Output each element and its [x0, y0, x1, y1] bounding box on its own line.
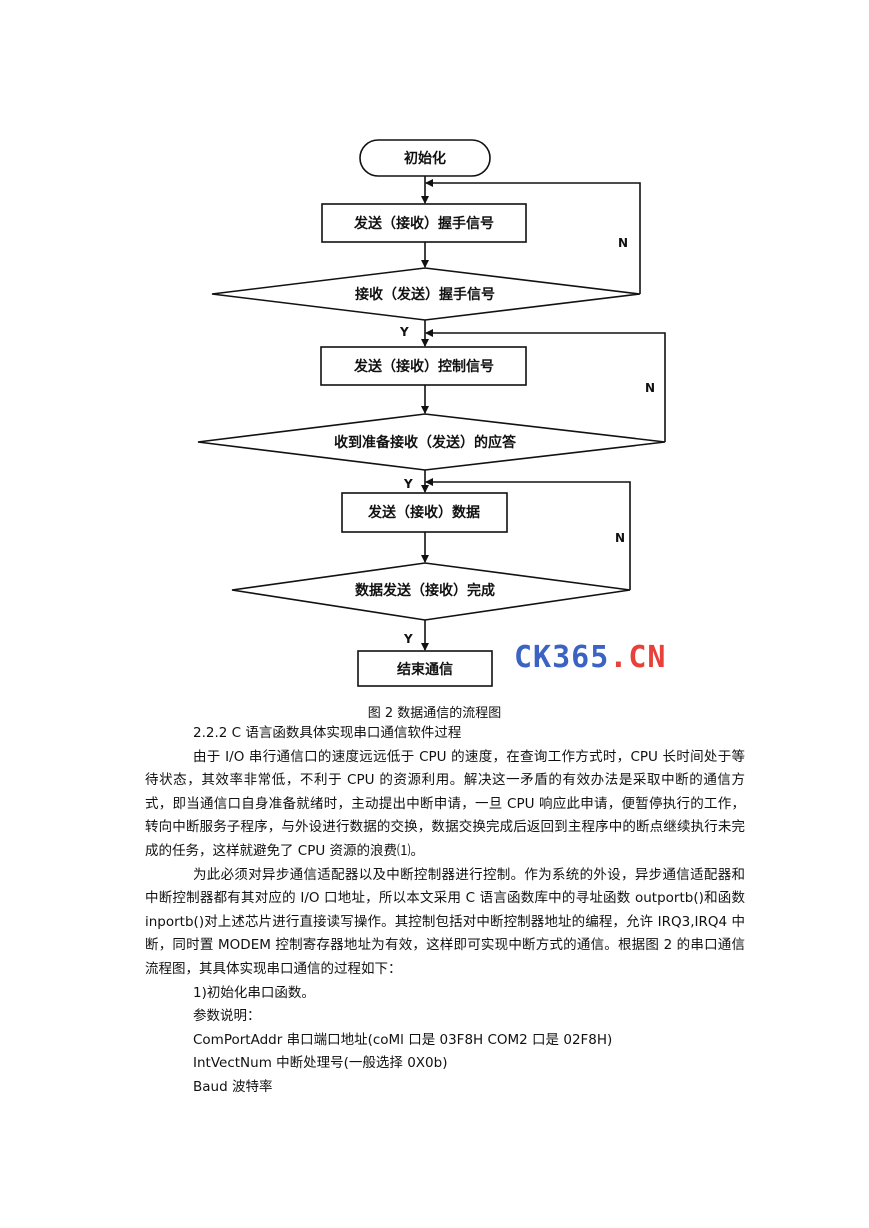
step1-label: 发送（接收）握手信号 [353, 215, 494, 232]
step2-label: 发送（接收）控制信号 [353, 358, 494, 375]
yes-label-2: Y [403, 477, 413, 491]
no-label-1: N [618, 236, 628, 250]
param-comportaddr: ComPortAddr 串口端口地址(coMl 口是 03F8H COM2 口是… [193, 1031, 613, 1048]
no-label-2: N [645, 381, 655, 395]
end-terminal [357, 650, 493, 687]
body-text: 2.2.2 C 语言函数具体实现串口通信软件过程 由于 I/O 串行通信口的速度… [145, 722, 745, 1100]
paragraph-1: 由于 I/O 串行通信口的速度远远低于 CPU 的速度，在查询工作方式时，CPU… [145, 748, 745, 859]
step2-box [320, 346, 527, 386]
watermark-cn: CN [628, 640, 667, 675]
list-item-1: 1)初始化串口函数。 [193, 984, 315, 1001]
decision1-label: 接收（发送）握手信号 [355, 286, 495, 303]
end-label: 结束通信 [397, 661, 453, 678]
yes-label-3: Y [403, 632, 413, 646]
section-heading: 2.2.2 C 语言函数具体实现串口通信软件过程 [193, 725, 462, 741]
start-label: 初始化 [404, 150, 446, 167]
watermark-ck: CK365 [514, 640, 610, 675]
decision2-label: 收到准备接收（发送）的应答 [334, 434, 517, 451]
no-label-3: N [615, 531, 625, 545]
figure-caption: 图 2 数据通信的流程图 [367, 706, 502, 721]
paragraph-2: 为此必须对异步通信适配器以及中断控制器进行控制。作为系统的外设，异步通信适配器和… [145, 866, 745, 977]
param-baud: Baud 波特率 [193, 1078, 273, 1095]
param-intvectnum: IntVectNum 中断处理号(一般选择 0X0b) [193, 1055, 448, 1072]
watermark-logo: CK365.CN [514, 640, 667, 675]
yes-label-1: Y [399, 325, 409, 339]
decision3-label: 数据发送（接收）完成 [355, 582, 495, 599]
watermark-dot: . [609, 640, 629, 675]
params-heading: 参数说明： [193, 1008, 261, 1025]
flowchart: 初始化 发送（接收）握手信号 接收（发送）握手信号 发送（接收）控制信号 收到准… [197, 139, 666, 687]
step3-label: 发送（接收）数据 [367, 504, 480, 521]
step1-box [321, 203, 527, 243]
